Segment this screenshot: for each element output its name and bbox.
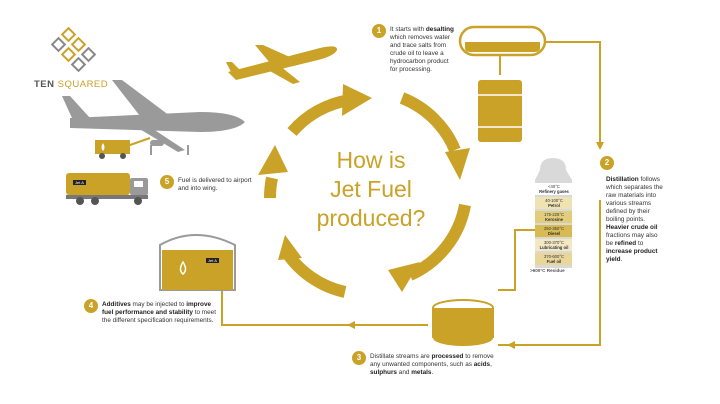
- step-3-pre: Distillate streams are: [370, 353, 432, 360]
- step-2-bold-2: Heavier crude oil: [606, 224, 658, 231]
- title-line-1: How is: [336, 147, 406, 173]
- tier-3-name: Kerosine: [545, 217, 563, 222]
- step-3-mid-3: and: [397, 369, 412, 376]
- step-1-post: which removes water and trace salts from…: [390, 34, 451, 73]
- step-2-text-2: fractions may also be: [606, 232, 658, 247]
- step-2-text-3: to: [636, 240, 644, 247]
- desalter-vessel: [458, 25, 547, 75]
- step-3-bold-1: processed: [431, 353, 464, 360]
- cycle-arrowheads: [258, 84, 470, 292]
- step-3-text: Distillate streams are processed to remo…: [370, 353, 502, 377]
- tier-4-name: Diesel: [547, 231, 561, 236]
- step-1-bold: desalting: [425, 26, 454, 33]
- tier-2-name: Petrol: [548, 203, 560, 208]
- title-line-3: produced?: [316, 205, 426, 231]
- step-1-badge: 1: [372, 24, 386, 38]
- fuel-service-cart: [95, 137, 151, 159]
- step-4-text: Additives may be injected to improve fue…: [102, 301, 220, 325]
- step-3-bold-2: acids: [473, 361, 491, 368]
- airplane-flying: [226, 45, 338, 84]
- storage-tank-label: Jet A: [206, 258, 219, 263]
- page-title: How is Jet Fuel produced?: [296, 146, 446, 233]
- step-5-badge: 5: [160, 175, 174, 189]
- distillation-column: [535, 158, 572, 268]
- step-1-pre: It starts with: [390, 26, 426, 33]
- tier-4-temp: 250-350°C: [543, 226, 565, 231]
- logo-text: TEN SQUARED: [34, 79, 108, 90]
- logo-name-part2: SQUARED: [57, 79, 109, 90]
- flow-arrow-left-2: [347, 321, 355, 329]
- storage-tank: [159, 234, 236, 291]
- step-4-mid: may be injected to: [130, 301, 187, 308]
- step-3-post: .: [431, 369, 434, 376]
- step-3-badge: 3: [352, 351, 366, 365]
- logo-mark: [50, 26, 97, 73]
- flow-arrow-left: [507, 341, 515, 349]
- truck-tank-label: Jet A: [73, 180, 86, 185]
- tier-1-name: Refinery gases: [539, 189, 569, 194]
- logo-name-part1: TEN: [34, 79, 58, 90]
- step-2-text-1: follows which separates the raw material…: [606, 176, 663, 223]
- tier-5-name: Lubricating oil: [539, 245, 569, 250]
- step-4-post: to meet the different specification requ…: [102, 309, 217, 324]
- tier-3-temp: 175-225°C: [543, 212, 565, 217]
- step-3-mid: to remove any unwanted components, such …: [370, 353, 494, 368]
- step-2-bold-1: Distillation: [606, 176, 639, 183]
- process-flow-line: [221, 41, 601, 346]
- step-2-bold-3: refined: [614, 240, 637, 247]
- step-3-mid-2: ,: [490, 361, 492, 368]
- step-2-text: Distillation follows which separates the…: [606, 176, 666, 264]
- tier-6-temp: 370-600°C: [543, 254, 565, 259]
- airplane-parked: [62, 80, 245, 155]
- step-5-text: Fuel is delivered to airport and into wi…: [178, 177, 252, 192]
- step-4-bold-2: improve fuel performance and stability: [102, 301, 212, 316]
- step-3-bold-3: sulphurs: [370, 369, 397, 376]
- residue-label: >600°C Residue: [530, 268, 565, 273]
- tier-6-name: Fuel oil: [546, 259, 562, 264]
- step-3-bold-4: metals: [411, 369, 432, 376]
- step-1-text: It starts with desalting which removes w…: [390, 26, 454, 74]
- tier-5-temp: 300-370°C: [543, 240, 565, 245]
- tier-2-temp: 40-100°C: [545, 198, 563, 203]
- title-line-2: Jet Fuel: [330, 176, 412, 202]
- step-2-text-4: .: [620, 256, 623, 263]
- step-2-bold-4: increase product yield: [606, 248, 658, 263]
- tier-1-temp: <40°C: [548, 184, 560, 189]
- processing-vessel: [432, 299, 494, 346]
- fuel-truck: [66, 173, 148, 205]
- step-4-badge: 4: [84, 299, 98, 313]
- crude-oil-barrel: [478, 80, 522, 142]
- step-4-bold-1: Additives: [102, 301, 131, 308]
- step-2-badge: 2: [600, 156, 614, 170]
- flow-arrow-down: [596, 142, 604, 150]
